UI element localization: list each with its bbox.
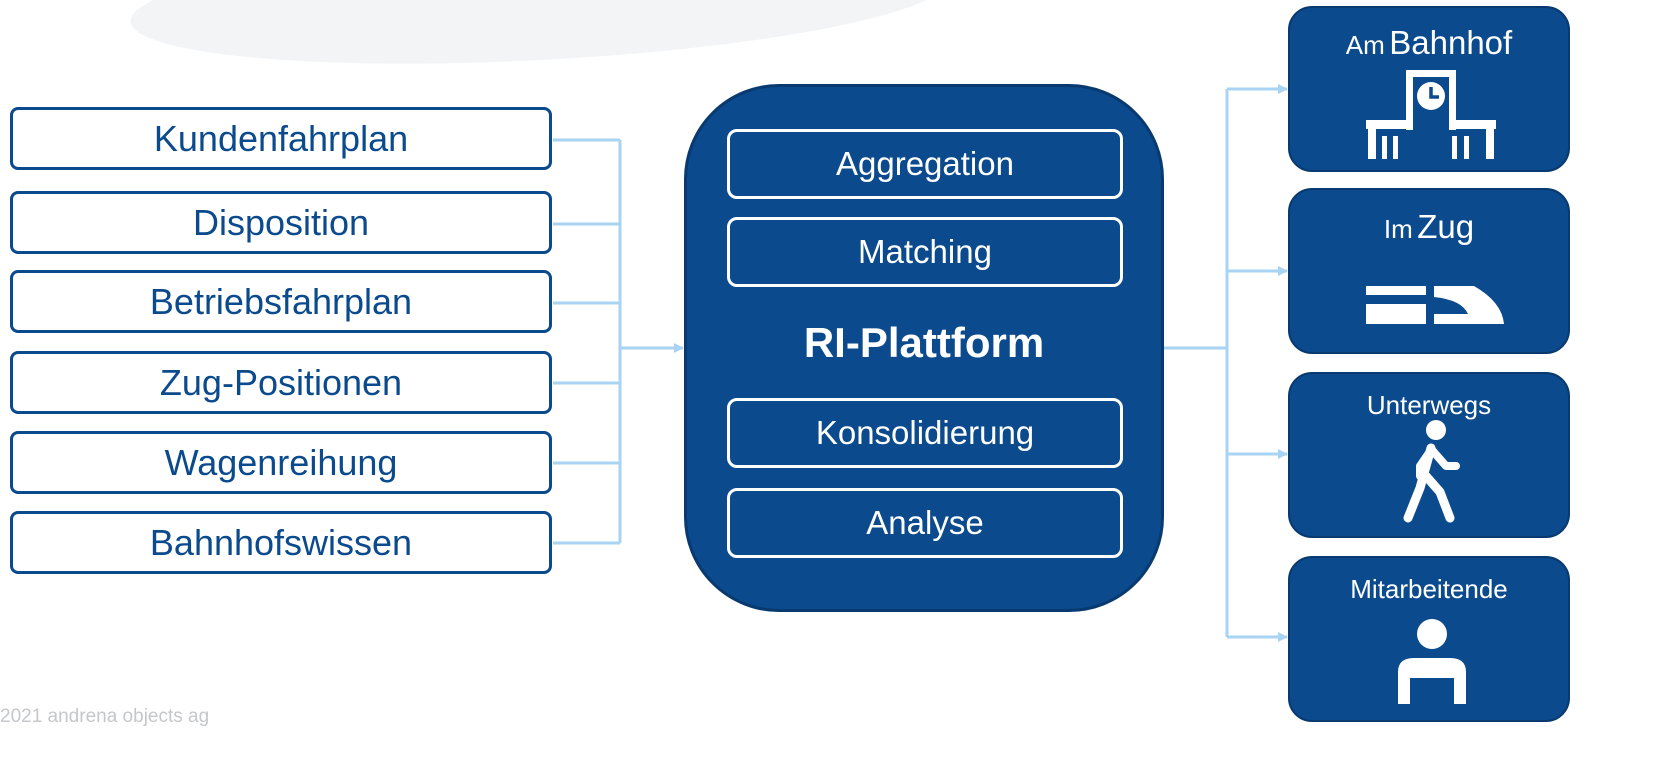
target-label-small: Am [1345, 30, 1385, 60]
source-label: Bahnhofswissen [149, 521, 413, 563]
station-icon [1366, 70, 1496, 159]
module-label: Aggregation [836, 145, 1014, 182]
module-matching: Matching [727, 217, 1123, 287]
source-kundenfahrplan: Kundenfahrplan [10, 107, 552, 170]
source-bahnhofswissen: Bahnhofswissen [10, 511, 552, 574]
source-label: Disposition [192, 201, 370, 243]
walking-person-icon [1403, 420, 1460, 523]
source-label: Zug-Positionen [159, 361, 403, 403]
target-label-large: Zug [1417, 208, 1475, 245]
source-disposition: Disposition [10, 191, 552, 254]
source-label: Betriebsfahrplan [149, 280, 413, 322]
target-label: Im Zug [1290, 208, 1568, 246]
employee-icon [1398, 619, 1466, 704]
module-analyse: Analyse [727, 488, 1123, 558]
target-label: Unterwegs [1366, 390, 1492, 420]
platform-title: RI-Plattform [803, 319, 1045, 366]
target-unterwegs: Unterwegs [1288, 372, 1570, 538]
source-betriebsfahrplan: Betriebsfahrplan [10, 270, 552, 333]
copyright-footer: 2021 andrena objects ag [0, 706, 210, 727]
source-zug-positionen: Zug-Positionen [10, 351, 552, 414]
target-label-large: Bahnhof [1389, 24, 1513, 61]
module-konsolidierung: Konsolidierung [727, 398, 1123, 468]
source-wagenreihung: Wagenreihung [10, 431, 552, 494]
train-icon [1366, 286, 1504, 324]
target-label: Am Bahnhof [1290, 24, 1568, 62]
module-label: Matching [858, 233, 992, 270]
source-label: Kundenfahrplan [153, 117, 409, 159]
target-label-small: Im [1383, 214, 1413, 244]
module-aggregation: Aggregation [727, 129, 1123, 199]
target-im-zug: Im Zug [1288, 188, 1570, 354]
module-label: Konsolidierung [815, 414, 1035, 451]
target-label: Mitarbeitende [1350, 574, 1508, 604]
source-label: Wagenreihung [164, 441, 398, 483]
target-am-bahnhof: Am Bahnhof [1288, 6, 1570, 172]
ri-platform: Aggregation Matching RI-Plattform Konsol… [684, 84, 1164, 612]
target-mitarbeitende: Mitarbeitende [1288, 556, 1570, 722]
module-label: Analyse [866, 504, 984, 541]
